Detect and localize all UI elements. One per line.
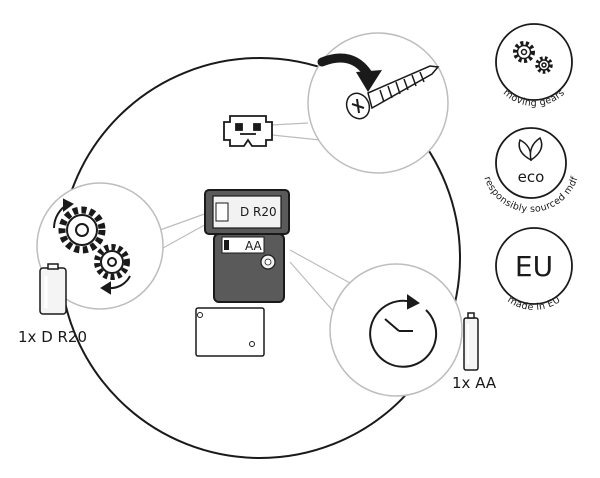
aa-battery-icon [463, 312, 479, 371]
gears-icon [513, 41, 553, 74]
wall-bracket-icon [223, 115, 273, 147]
badge-eco-text: eco [518, 168, 545, 186]
screw-icon [345, 65, 440, 120]
compartment-aa-label: AA [245, 239, 263, 253]
gear-icon [58, 206, 130, 280]
gears-callout [36, 182, 164, 310]
compartment-d-label: D R20 [240, 205, 277, 219]
screw-callout [307, 32, 449, 174]
d-battery-icon [39, 263, 67, 315]
battery-aa-label: 1x AA [452, 374, 497, 392]
badge-eu: EU made in EU [495, 227, 573, 313]
clock-callout [329, 263, 463, 397]
badge-eu-text: EU [515, 250, 553, 283]
battery-d-label: 1x D R20 [18, 328, 87, 346]
badge-moving-gears: moving gears [495, 23, 573, 109]
battery-cover [195, 307, 265, 357]
eco-leaf-icon [518, 136, 543, 162]
badge-eco: eco responsibly sourced mdf [481, 127, 580, 215]
rotation-arrow-icon [53, 198, 131, 295]
curved-arrow-icon [317, 53, 382, 92]
clock-icon [369, 294, 438, 368]
callout-lines [159, 122, 351, 313]
clock-mechanism: D R20 AA [204, 189, 290, 303]
